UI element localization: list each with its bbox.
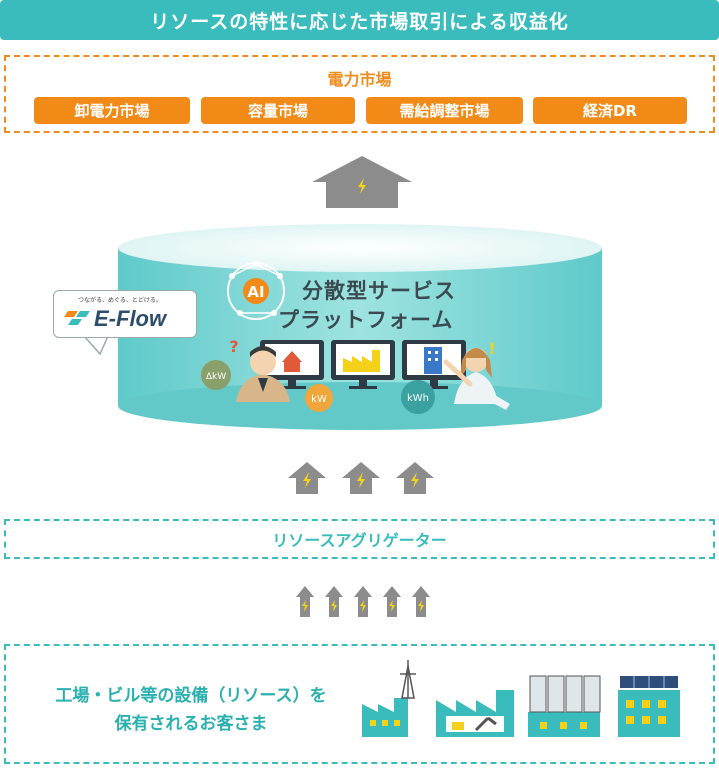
platform-cylinder bbox=[118, 224, 602, 430]
platform-title: 分散型サービス プラットフォーム bbox=[278, 277, 456, 335]
eflow-logo-text: E-Flow bbox=[94, 306, 167, 331]
page-title: リソースの特性に応じた市場取引による収益化 bbox=[0, 0, 719, 40]
kw-bubble-icon bbox=[305, 384, 333, 412]
man-figure-icon bbox=[236, 346, 290, 402]
woman-figure-icon bbox=[443, 348, 510, 410]
market-item-economic-dr: 経済DR bbox=[533, 97, 687, 124]
unit-delta-kw: ΔkW bbox=[206, 372, 226, 382]
ai-label: AI bbox=[247, 283, 264, 301]
customer-box: 工場・ビル等の設備（リソース）を 保有されるお客さま bbox=[4, 644, 715, 764]
question-mark: ? bbox=[229, 337, 238, 356]
customer-line2: 保有されるお客さま bbox=[114, 714, 268, 734]
eflow-tagline: つながる、めぐる、とどける。 bbox=[78, 297, 162, 304]
arrow-up-medium-icon bbox=[342, 462, 380, 494]
speech-bubble-tail bbox=[82, 335, 110, 356]
aggregator-label: リソースアグリゲーター bbox=[272, 531, 447, 550]
arrow-up-medium-icon bbox=[288, 462, 326, 494]
unit-kwh: kWh bbox=[407, 393, 429, 404]
market-item-balancing: 需給調整市場 bbox=[366, 97, 523, 124]
electricity-market-box: 電力市場 卸電力市場 容量市場 需給調整市場 経済DR bbox=[4, 55, 715, 133]
customer-line1: 工場・ビル等の設備（リソース）を bbox=[55, 686, 327, 706]
platform-title-line1: 分散型サービス bbox=[302, 279, 456, 303]
battery-storage-icon bbox=[528, 675, 601, 737]
platform-title-line2: プラットフォーム bbox=[278, 308, 454, 332]
delta-kw-bubble-icon bbox=[201, 360, 231, 390]
resource-aggregator-box: リソースアグリゲーター bbox=[4, 519, 715, 559]
arrow-up-small-icon bbox=[354, 586, 372, 617]
market-item-wholesale: 卸電力市場 bbox=[34, 97, 190, 124]
arrow-up-small-icon bbox=[383, 586, 401, 617]
arrow-up-small-icon bbox=[296, 586, 314, 617]
market-item-capacity: 容量市場 bbox=[201, 97, 355, 124]
solar-building-icon bbox=[618, 676, 680, 737]
exclamation-mark: ! bbox=[488, 339, 495, 358]
monitor-factory-icon bbox=[331, 340, 395, 389]
unit-kw: kW bbox=[311, 394, 327, 405]
factory-tower-icon bbox=[362, 660, 416, 737]
eflow-mark-icon bbox=[64, 311, 90, 325]
kwh-bubble-icon bbox=[401, 380, 435, 414]
arrow-up-small-icon bbox=[325, 586, 343, 617]
arrow-up-large-icon bbox=[312, 156, 412, 208]
arrow-up-small-icon bbox=[412, 586, 430, 617]
monitor-house-icon bbox=[260, 340, 324, 389]
ai-brain-icon bbox=[227, 261, 285, 320]
factory-robot-icon bbox=[436, 690, 514, 737]
eflow-logo-bubble: つながる、めぐる、とどける。 E-Flow bbox=[53, 290, 197, 338]
arrow-up-medium-icon bbox=[396, 462, 434, 494]
customer-description: 工場・ビル等の設備（リソース）を 保有されるお客さま bbox=[26, 682, 356, 738]
market-heading: 電力市場 bbox=[327, 70, 392, 89]
